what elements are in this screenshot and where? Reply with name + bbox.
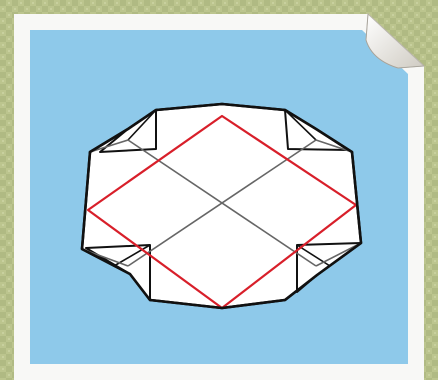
diagram-canvas xyxy=(0,0,438,380)
fold-diagram-illustration xyxy=(0,0,438,380)
